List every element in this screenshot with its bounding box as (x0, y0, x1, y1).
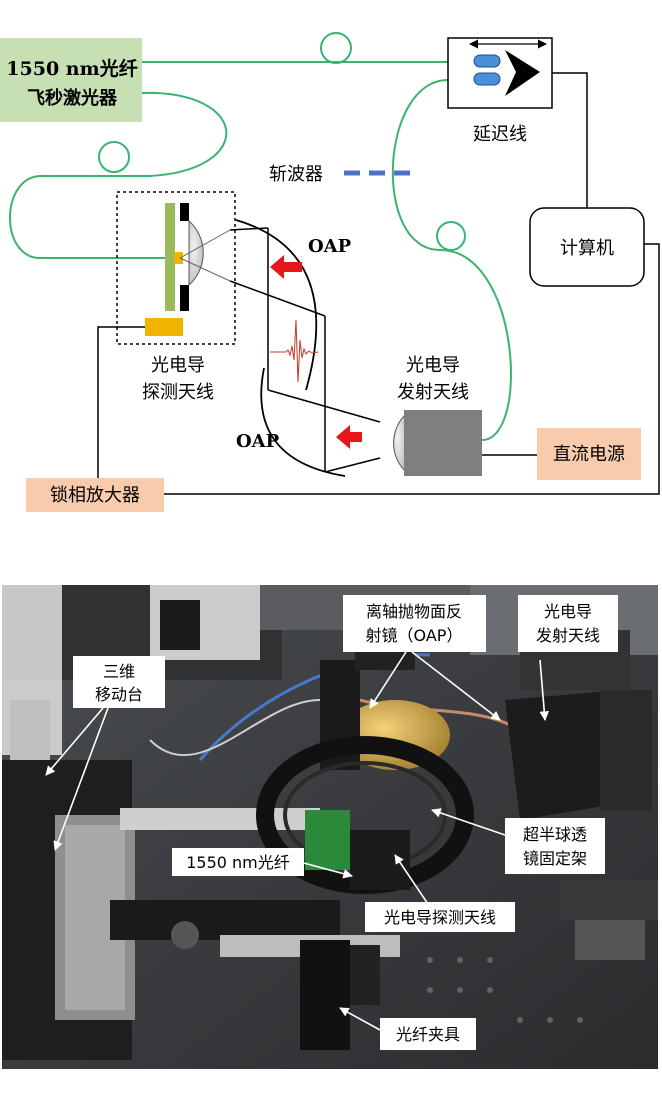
oap-label-lower: OAP (236, 431, 280, 452)
delay-line: 延迟线 (447, 37, 553, 145)
optical-fiber-paths (9, 32, 512, 441)
lens-mount-line1: 超半球透 (523, 825, 587, 844)
detector-label-line2: 探测天线 (142, 382, 214, 403)
oap-mirror-lower (260, 367, 346, 477)
dc-power-supply: 直流电源 (537, 428, 641, 480)
laser-label-line2: 飞秒激光器 (27, 87, 118, 109)
photo-label-detector: 光电导探测天线 (365, 902, 515, 932)
lockin-label: 锁相放大器 (50, 485, 140, 506)
schematic-diagram: 1550 nm光纤 飞秒激光器 延迟线 斩波器 计算机 (0, 32, 660, 512)
wire-delay-to-computer (552, 72, 588, 208)
detector-photo-label: 光电导探测天线 (384, 908, 496, 927)
stage3d-line1: 三维 (103, 662, 135, 681)
lens-mount-line2: 镜固定架 (523, 849, 587, 868)
beam-direction-arrow-upper (270, 255, 302, 279)
dc-power-label: 直流电源 (553, 444, 625, 465)
chopper-label: 斩波器 (269, 164, 323, 185)
thz-pulse-waveform (270, 319, 319, 383)
beam-direction-arrow-lower (336, 425, 362, 449)
fiber-clamp-label: 光纤夹具 (396, 1025, 460, 1044)
laser-label-line1: 1550 nm光纤 (6, 57, 137, 80)
oap-label-upper: OAP (308, 236, 352, 257)
femtosecond-laser: 1550 nm光纤 飞秒激光器 (0, 38, 142, 122)
detector-label-line1: 光电导 (151, 355, 205, 376)
detector-assembly: 光电导 探测天线 (116, 191, 236, 403)
fiber-loop-top (320, 32, 352, 64)
fiber-laser-to-detector (9, 91, 228, 259)
fiber-photo-label: 1550 nm光纤 (186, 853, 290, 872)
detector-lens (188, 219, 204, 287)
chopper: 斩波器 (269, 164, 412, 185)
stage3d-line2: 移动台 (95, 685, 143, 704)
emitter-label-line1: 光电导 (406, 355, 460, 376)
thz-beam (229, 227, 381, 473)
fiber-loop-left (98, 141, 130, 173)
emitter-label-line2: 发射天线 (397, 382, 469, 403)
lock-in-amplifier: 锁相放大器 (26, 478, 164, 512)
computer: 计算机 (529, 207, 645, 287)
photo-label-fiber-clamp: 光纤夹具 (380, 1018, 476, 1050)
emitter-photo-line2: 发射天线 (536, 626, 600, 645)
fiber-loop-right (436, 221, 466, 251)
wire-lockin-to-computer (164, 243, 660, 495)
photo-label-fiber: 1550 nm光纤 (172, 848, 304, 876)
oap-mirror-upper (235, 219, 318, 391)
photo-label-lens-mount: 超半球透 镜固定架 (505, 818, 605, 874)
photo-label-stage3d: 三维 移动台 (73, 656, 165, 708)
photo-label-oap: 离轴抛物面反 射镜（OAP） (343, 595, 486, 652)
wire-detector-to-lockin (97, 326, 145, 478)
emitter-photo-line1: 光电导 (544, 602, 592, 621)
fiber-delay-to-emitter (391, 79, 512, 441)
retroreflector-icon (505, 50, 540, 96)
emitter-lens (393, 412, 407, 474)
detector-pcb (305, 810, 350, 870)
computer-label: 计算机 (560, 238, 614, 259)
photo-label-emitter: 光电导 发射天线 (518, 595, 618, 652)
oap-photo-line2: 射镜（OAP） (366, 626, 463, 645)
delay-line-label: 延迟线 (473, 124, 527, 145)
experimental-photo: 三维 移动台 离轴抛物面反 射镜（OAP） 光电导 发射天线 1550 nm光纤… (2, 585, 658, 1069)
emitter-assembly: 光电导 发射天线 (393, 355, 482, 476)
oap-photo-line1: 离轴抛物面反 (366, 602, 462, 621)
